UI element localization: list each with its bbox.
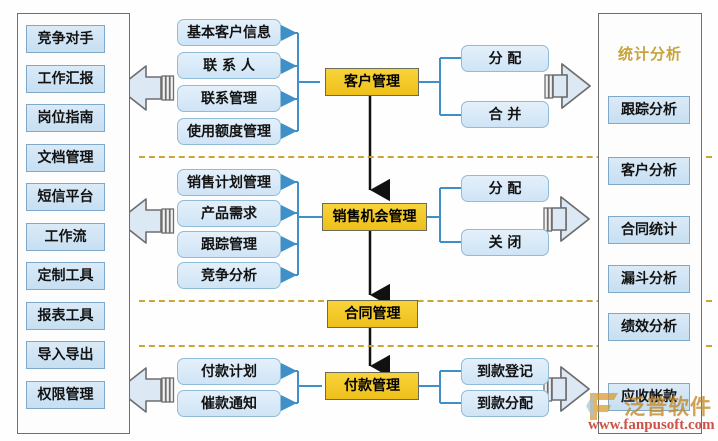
core-module-payment-management[interactable]: 付款管理: [325, 372, 419, 400]
node-label: 使用额度管理: [187, 123, 271, 140]
node-label: 产品需求: [201, 205, 257, 222]
node-label: 跟踪管理: [201, 236, 257, 253]
analysis-item-label: 客户分析: [621, 163, 677, 179]
node-customer-assign[interactable]: 分 配: [461, 45, 549, 72]
core-module-label: 合同管理: [344, 306, 401, 322]
sidebar-item-label: 文档管理: [37, 150, 94, 166]
sidebar-item-label: 短信平台: [37, 189, 94, 205]
analysis-item-performance[interactable]: 绩效分析: [608, 313, 690, 341]
analysis-item-label: 跟踪分析: [621, 102, 677, 118]
node-label: 到款分配: [477, 395, 533, 412]
analysis-item-label: 应收帐款: [621, 389, 677, 405]
node-receipt-registration[interactable]: 到款登记: [461, 358, 549, 385]
analysis-item-contract[interactable]: 合同统计: [608, 216, 690, 244]
sidebar-item-workflow[interactable]: 工作流: [26, 223, 105, 251]
node-basic-customer-info[interactable]: 基本客户信息: [177, 19, 281, 46]
node-opportunity-assign[interactable]: 分 配: [461, 175, 549, 202]
node-label: 关 闭: [488, 234, 522, 251]
node-contact-management[interactable]: 联系管理: [177, 85, 281, 112]
node-competitive-analysis[interactable]: 竞争分析: [177, 262, 281, 289]
node-label: 到款登记: [477, 363, 533, 380]
sidebar-item-label: 定制工具: [37, 268, 94, 284]
core-module-opportunity-management[interactable]: 销售机会管理: [322, 203, 427, 231]
node-label: 合 并: [488, 106, 522, 123]
node-customer-merge[interactable]: 合 并: [461, 101, 549, 128]
sidebar-item-document[interactable]: 文档管理: [26, 144, 105, 172]
sidebar-item-label: 竞争对手: [37, 31, 94, 47]
sidebar-item-label: 工作汇报: [37, 71, 94, 87]
analysis-item-receivable[interactable]: 应收帐款: [608, 383, 690, 411]
node-contact-person[interactable]: 联 系 人: [177, 52, 281, 79]
section-divider-1: [139, 156, 712, 158]
node-payment-plan[interactable]: 付款计划: [177, 358, 281, 385]
node-label: 付款计划: [201, 363, 257, 380]
node-label: 分 配: [488, 50, 522, 67]
sidebar-item-label: 导入导出: [37, 347, 94, 363]
core-module-label: 客户管理: [344, 74, 400, 90]
node-opportunity-close[interactable]: 关 闭: [461, 229, 549, 256]
sidebar-item-permission[interactable]: 权限管理: [26, 381, 105, 409]
analysis-item-customer[interactable]: 客户分析: [608, 157, 690, 185]
node-label: 竞争分析: [201, 267, 257, 284]
analysis-item-label: 绩效分析: [621, 319, 677, 335]
node-dunning-notice[interactable]: 催款通知: [177, 390, 281, 417]
node-product-requirement[interactable]: 产品需求: [177, 200, 281, 227]
sidebar-item-competitor[interactable]: 竞争对手: [26, 25, 105, 53]
node-label: 销售计划管理: [187, 174, 271, 191]
sidebar-item-label: 工作流: [44, 229, 87, 245]
sidebar-item-job-guide[interactable]: 岗位指南: [26, 104, 105, 132]
core-module-label: 销售机会管理: [332, 209, 417, 225]
node-label: 联 系 人: [203, 57, 255, 74]
core-module-contract-management[interactable]: 合同管理: [327, 300, 418, 328]
section-divider-3: [139, 345, 712, 347]
node-label: 分 配: [488, 180, 522, 197]
section-divider-2: [139, 300, 712, 302]
analysis-item-label: 合同统计: [621, 222, 677, 238]
core-module-customer-management[interactable]: 客户管理: [325, 68, 419, 96]
sidebar-item-work-report[interactable]: 工作汇报: [26, 65, 105, 93]
node-label: 基本客户信息: [187, 24, 271, 41]
node-label: 联系管理: [201, 90, 257, 107]
sidebar-item-label: 岗位指南: [37, 110, 94, 126]
analysis-item-tracking[interactable]: 跟踪分析: [608, 96, 690, 124]
sidebar-item-label: 权限管理: [37, 387, 94, 403]
node-sales-plan-management[interactable]: 销售计划管理: [177, 169, 281, 196]
node-credit-limit-management[interactable]: 使用额度管理: [177, 118, 281, 145]
node-tracking-management[interactable]: 跟踪管理: [177, 231, 281, 258]
sidebar-item-import-export[interactable]: 导入导出: [26, 341, 105, 369]
analysis-item-label: 漏斗分析: [621, 271, 677, 287]
right-panel-title: 统计分析: [617, 45, 682, 63]
sidebar-item-custom-tools[interactable]: 定制工具: [26, 262, 105, 290]
node-label: 催款通知: [201, 395, 257, 412]
sidebar-item-report-tools[interactable]: 报表工具: [26, 302, 105, 330]
sidebar-item-label: 报表工具: [37, 308, 94, 324]
analysis-item-funnel[interactable]: 漏斗分析: [608, 265, 690, 293]
node-receipt-allocation[interactable]: 到款分配: [461, 390, 549, 417]
core-module-label: 付款管理: [344, 378, 400, 394]
sidebar-item-sms[interactable]: 短信平台: [26, 183, 105, 211]
